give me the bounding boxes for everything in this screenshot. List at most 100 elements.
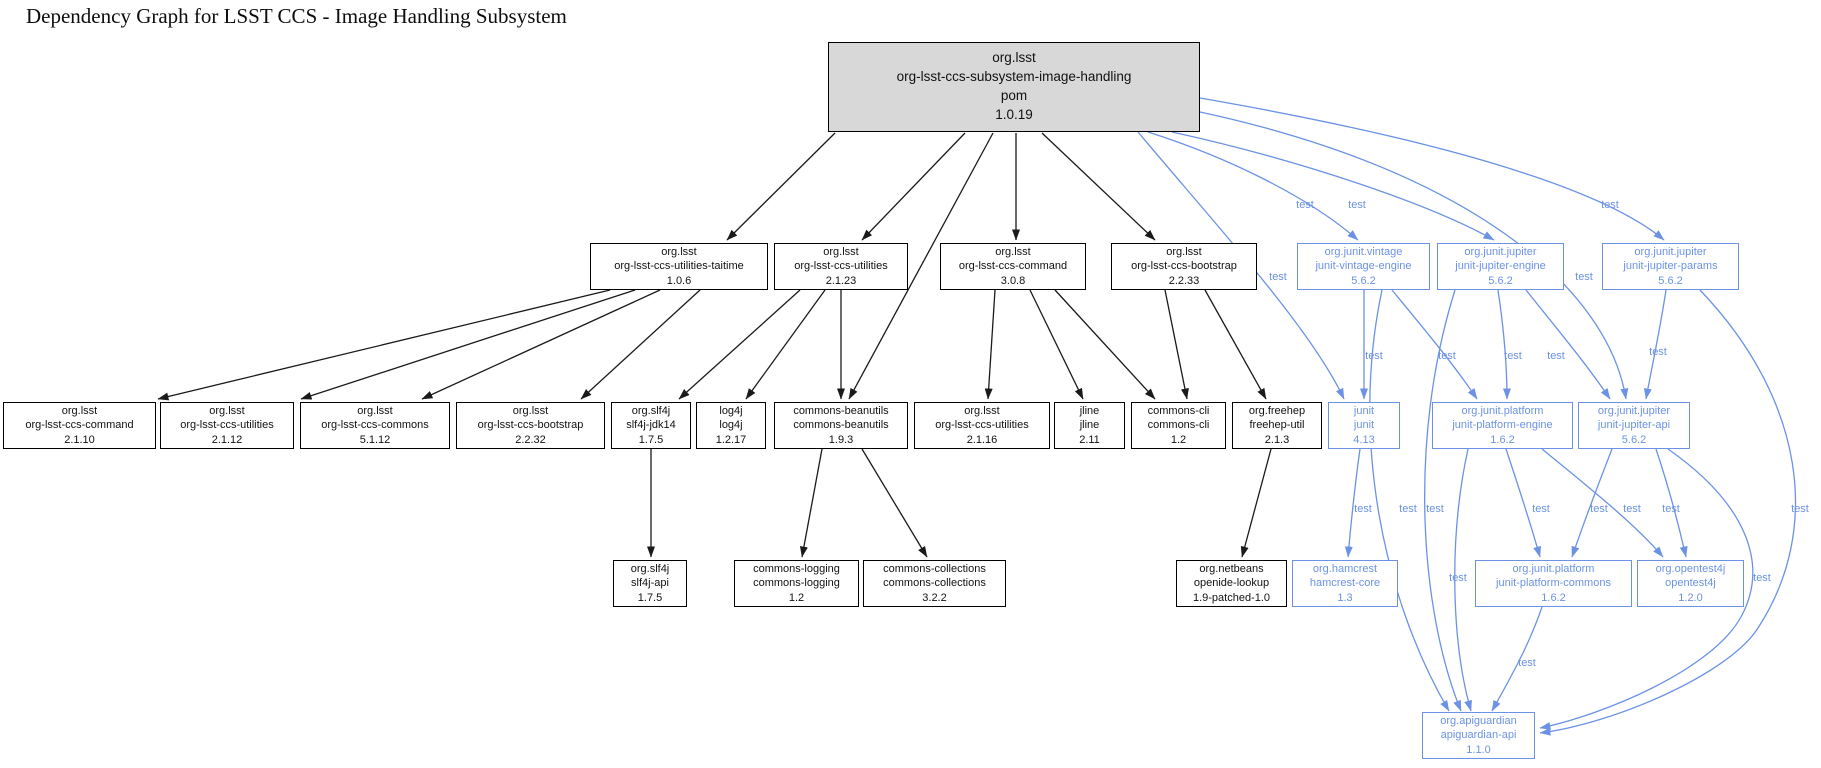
node-label-line: org.opentest4j	[1655, 562, 1726, 575]
node-label-line: log4j	[719, 404, 743, 417]
edge-platform-engine-to-platform-commons	[1505, 448, 1541, 558]
node-label-line: 1.9.3	[828, 433, 854, 446]
node-label-line: opentest4j	[1665, 577, 1716, 590]
node-label-line: junit-vintage-engine	[1315, 260, 1412, 273]
node-root: org.lsst org-lsst-ccs-subsystem-image-han…	[828, 42, 1200, 132]
edge-scope-label-test: test	[1601, 199, 1619, 211]
edge-root-to-commons-beanutils	[848, 132, 994, 400]
edge-root-to-taitime	[726, 132, 836, 241]
edge-utilities-2-1-23-to-slf4j-jdk14	[678, 289, 801, 400]
node-label-line: org.junit.platform	[1461, 404, 1544, 417]
node-label-line: org.netbeans	[1199, 562, 1264, 575]
node-label-line: org-lsst-ccs-bootstrap	[1131, 260, 1237, 273]
edge-jupiter-params-to-apiguardian	[1539, 289, 1797, 736]
edge-scope-label-test: test	[1449, 572, 1467, 584]
node-label-line: log4j	[719, 419, 743, 432]
node-label-line: commons-beanutils	[793, 404, 889, 417]
node-label-line: junit-platform-commons	[1496, 577, 1611, 590]
node-label-line: commons-collections	[883, 577, 986, 590]
node-label-line: org.lsst	[357, 404, 393, 417]
node-label-line: org.freehep	[1248, 404, 1306, 417]
node-label-line: org.lsst	[209, 404, 245, 417]
edge-scope-label-test: test	[1438, 350, 1456, 362]
edge-scope-label-test: test	[1399, 503, 1417, 515]
node-label-line: 1.2	[1170, 433, 1187, 446]
edge-scope-label-test: test	[1354, 503, 1372, 515]
node-label-line: 2.11	[1079, 433, 1100, 446]
node-label-line: jline	[1079, 419, 1100, 432]
edge-junit-to-hamcrest-core	[1344, 448, 1361, 558]
node-label-line: 1.2.0	[1678, 591, 1703, 604]
node-label-line: org-lsst-ccs-utilities	[180, 419, 274, 432]
edge-commons-beanutils-to-commons-logging	[799, 448, 823, 558]
node-label-line: 4.13	[1353, 433, 1375, 446]
node-label-line: 5.6.2	[1658, 274, 1683, 287]
node-label-line: org-lsst-ccs-bootstrap	[477, 419, 584, 432]
node-label-line: org.lsst	[1166, 245, 1202, 258]
node-label-line: org.lsst	[823, 245, 859, 258]
edge-platform-engine-to-opentest4j	[1541, 448, 1664, 558]
edge-scope-label-test: test	[1575, 271, 1593, 283]
node-label-line: org-lsst-ccs-commons	[321, 419, 429, 432]
node-label-line: pom	[1000, 88, 1028, 103]
edge-scope-label-test: test	[1365, 350, 1383, 362]
edge-scope-label-test: test	[1518, 657, 1536, 669]
edge-commons-beanutils-to-commons-collections	[861, 448, 928, 558]
node-label-line: junit-jupiter-params	[1623, 260, 1718, 273]
edge-scope-label-test: test	[1662, 503, 1680, 515]
node-label-line: org-lsst-ccs-command	[25, 419, 134, 432]
node-label-line: org.junit.jupiter	[1634, 245, 1707, 258]
node-label-line: org-lsst-ccs-utilities	[935, 419, 1029, 432]
edge-scope-label-test: test	[1532, 503, 1550, 515]
node-label-line: hamcrest-core	[1309, 577, 1381, 590]
node-platform-commons: org.junit.platform junit-platform-commons…	[1475, 560, 1632, 607]
edge-platform-commons-to-apiguardian	[1491, 606, 1543, 712]
node-label-line: 1.2.17	[715, 433, 747, 446]
edge-scope-label-test: test	[1649, 346, 1667, 358]
node-label-line: org.lsst	[992, 50, 1036, 66]
edge-jupiter-api-to-platform-commons	[1571, 448, 1613, 558]
node-label-line: org-lsst-ccs-utilities	[794, 260, 888, 273]
node-label-line: commons-logging	[753, 562, 840, 575]
node-label-line: org-lsst-ccs-subsystem-image-handling	[896, 69, 1132, 85]
node-label-line: 2.1.12	[211, 433, 243, 446]
edge-scope-label-test: test	[1623, 503, 1641, 515]
node-label-line: 1.7.5	[638, 433, 664, 446]
edge-bootstrap-2-2-33-to-freehep-util	[1204, 289, 1267, 400]
node-label-line: apiguardian-api	[1440, 729, 1517, 742]
edge-utilities-2-1-23-to-log4j	[745, 289, 826, 400]
node-label-line: org-lsst-ccs-command	[958, 260, 1068, 273]
edge-jupiter-engine-to-platform-engine	[1497, 289, 1511, 400]
edge-root-to-jupiter-params	[1199, 97, 1665, 241]
edge-taitime-to-command-2-1-10	[157, 289, 611, 401]
graph-title: Dependency Graph for LSST CCS - Image Ha…	[26, 4, 567, 28]
node-label-line: 1.3	[1337, 591, 1353, 604]
node-label-line: commons-logging	[753, 577, 840, 590]
edge-command-3-0-8-to-commons-cli	[1054, 289, 1156, 400]
edge-vintage-engine-to-platform-engine	[1391, 289, 1478, 400]
node-label-line: 2.1.10	[64, 433, 95, 446]
node-label-line: org.apiguardian	[1440, 714, 1517, 727]
node-label-line: 1.9-patched-1.0	[1192, 591, 1271, 604]
edge-vintage-engine-to-apiguardian	[1369, 289, 1450, 712]
node-label-line: org.junit.platform	[1512, 562, 1595, 575]
node-label-line: freehep-util	[1249, 419, 1305, 432]
edge-taitime-to-utilities-2-1-12	[300, 289, 636, 400]
